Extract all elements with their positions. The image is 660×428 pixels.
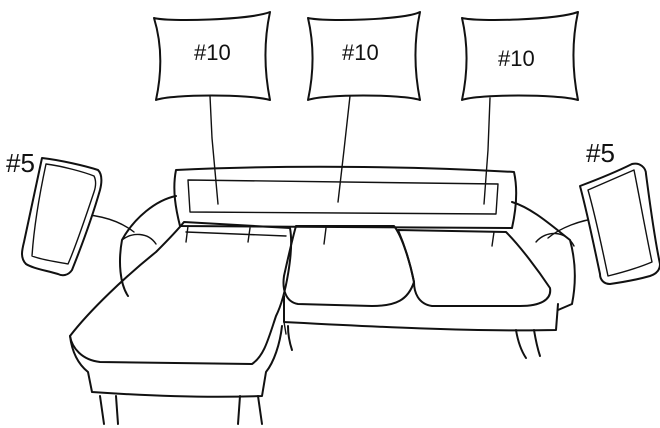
pillow-label: #10 (342, 40, 379, 65)
cushion-label: #5 (586, 138, 615, 168)
sofa-leg (534, 330, 540, 356)
base-edge (284, 322, 286, 334)
lumbar-cushion-left: #5 (6, 148, 101, 275)
seat-tab-4 (492, 232, 494, 246)
pillow-label: #10 (498, 46, 535, 71)
throw-pillow: #10 (154, 12, 270, 100)
throw-pillow: #10 (462, 12, 578, 100)
lumbar-cushion-right: #5 (580, 138, 660, 284)
throw-pillow: #10 (308, 12, 420, 100)
sofa-leg (238, 396, 240, 424)
leader-line-pillow-1 (210, 96, 218, 204)
cushion-shape (580, 164, 660, 284)
sofa-backrest-inner (188, 180, 498, 214)
chaise-seat-cushion (70, 222, 291, 364)
middle-seat-cushion (284, 226, 414, 306)
seat-tab-1 (186, 226, 188, 242)
sofa-left-arm-front (122, 234, 156, 244)
seat-tab-2 (248, 228, 250, 242)
pillow-label: #10 (194, 40, 231, 65)
leader-line-pillow-3 (484, 98, 490, 204)
leader-line-pillow-2 (338, 96, 350, 202)
right-seat-cushion (398, 230, 550, 306)
sofa-leg (100, 396, 104, 424)
sofa-left-arm (120, 196, 176, 296)
cushion-label: #5 (6, 148, 35, 178)
sofa-backrest (174, 167, 516, 228)
sofa (70, 167, 575, 424)
sofa-right-arm (512, 202, 575, 310)
sofa-leg (116, 396, 118, 424)
sofa-leg (516, 330, 526, 358)
seat-tab-3 (324, 228, 326, 244)
sofa-leg (258, 396, 262, 424)
sofa-leg (288, 326, 292, 350)
chaise-seat-edge (186, 232, 286, 236)
